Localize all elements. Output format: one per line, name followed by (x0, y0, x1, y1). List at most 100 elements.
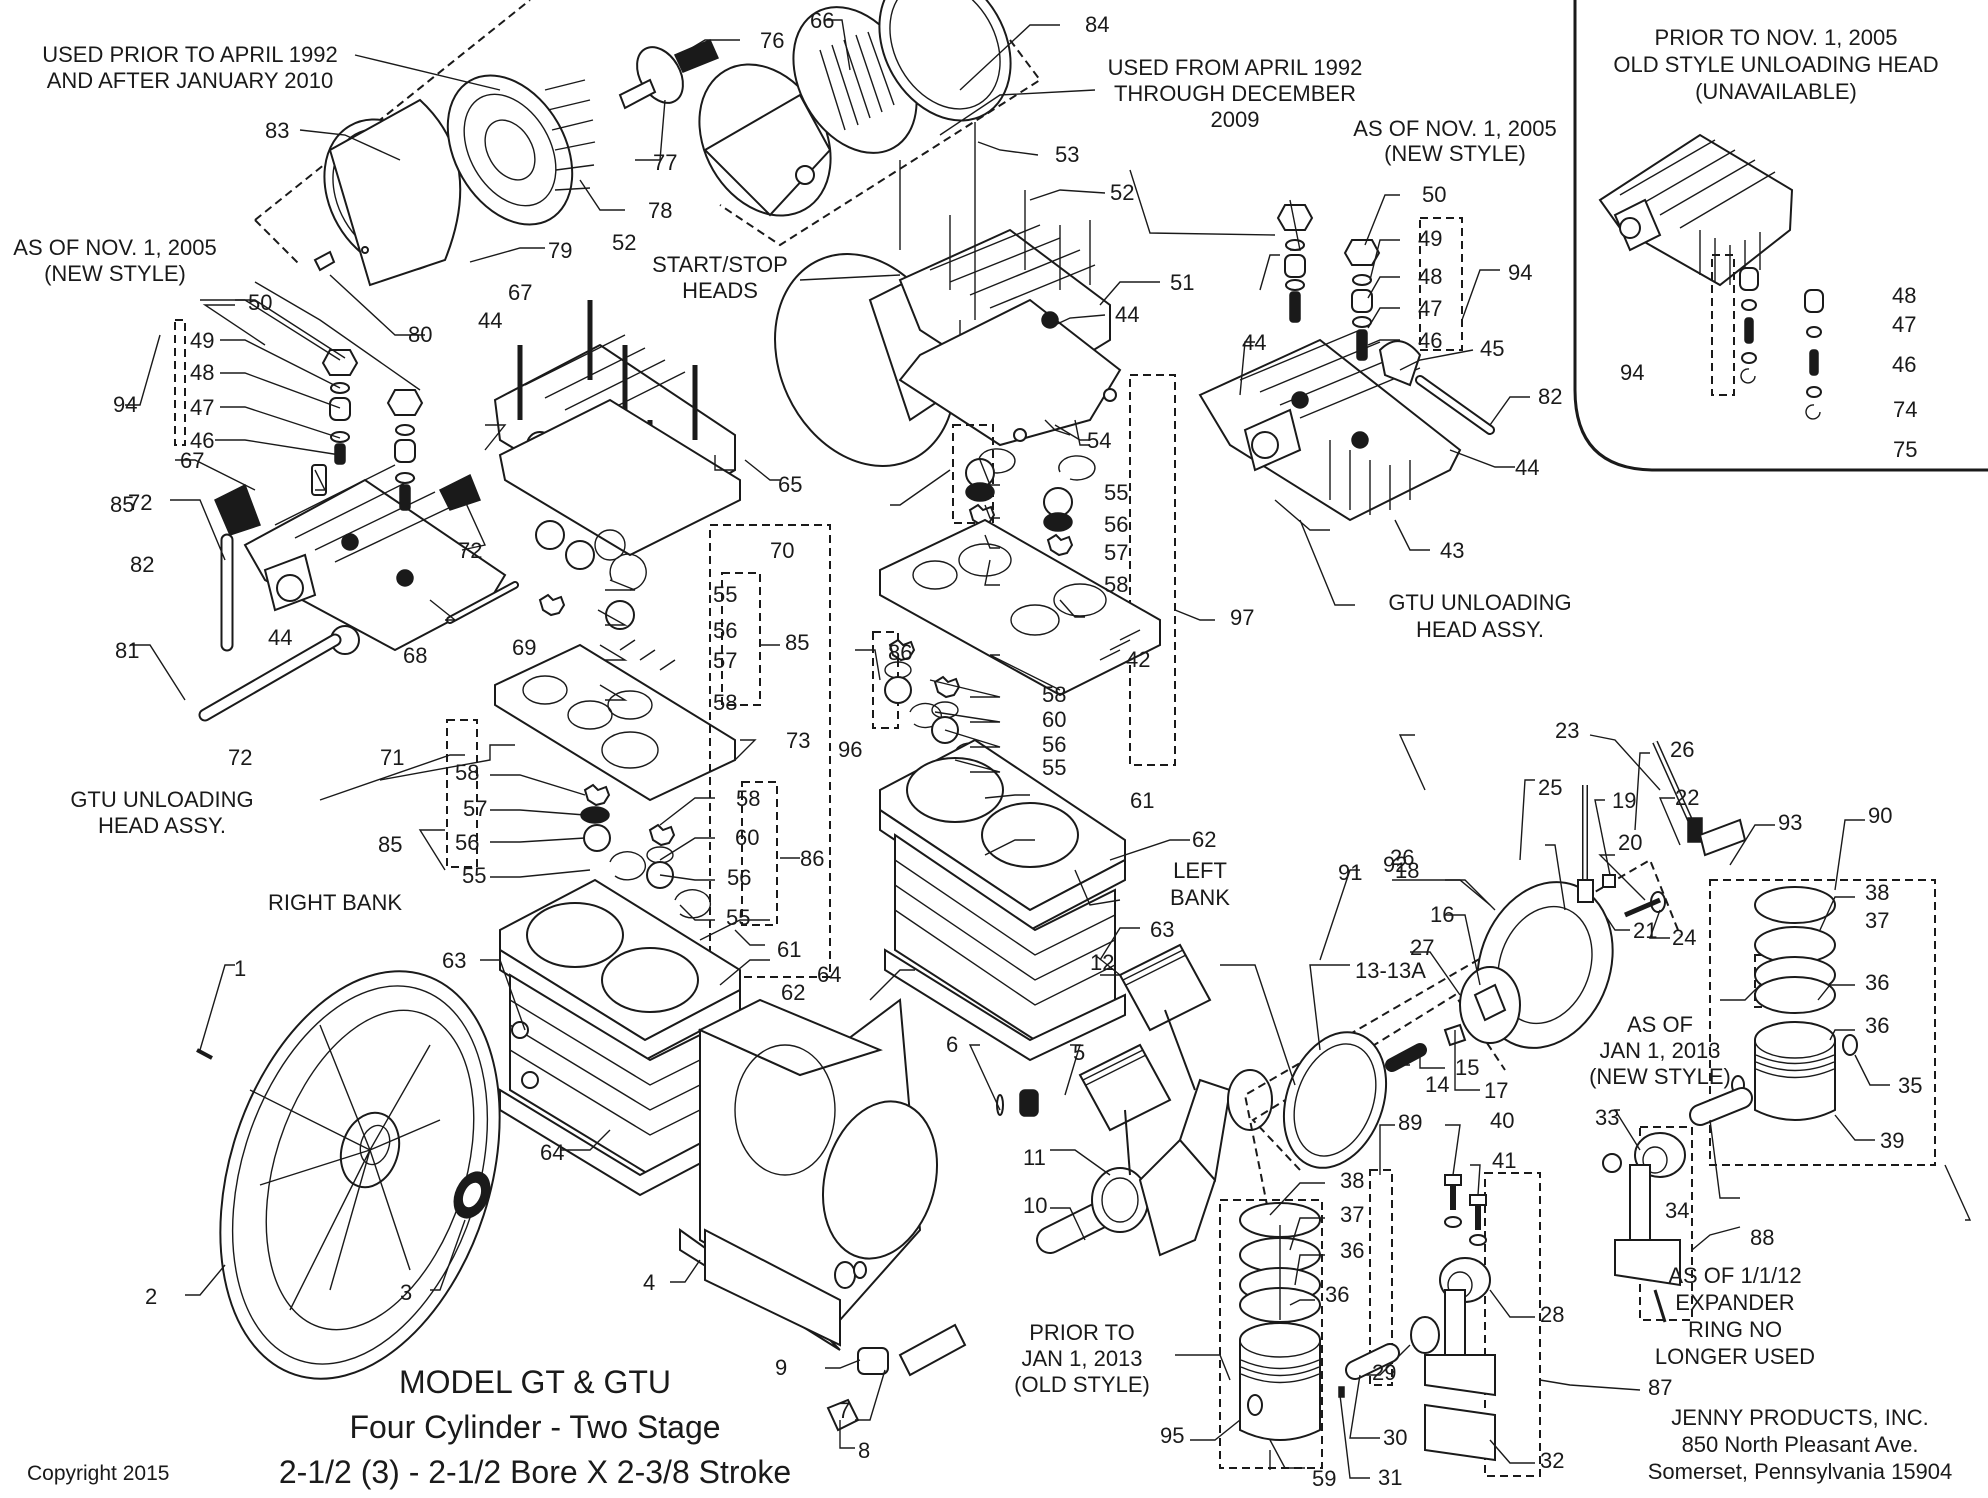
callout-57: 57 (1104, 540, 1128, 565)
callout-23: 23 (1555, 718, 1579, 743)
callout-12: 12 (1090, 950, 1114, 975)
callout-36: 36 (1865, 1013, 1889, 1038)
note-from-1992-line1: USED FROM APRIL 1992 (1108, 55, 1363, 80)
note-start-stop-line2: HEADS (682, 278, 758, 303)
callout-37: 37 (1865, 908, 1889, 933)
bank-97-bracket-edge (1129, 374, 1176, 766)
copyright: Copyright 2015 (27, 1462, 169, 1485)
note-expander-line3: RING NO (1688, 1317, 1782, 1342)
callout-67: 67 (180, 448, 204, 473)
callout-60: 60 (735, 825, 759, 850)
callout-44: 44 (1115, 302, 1139, 327)
callout-86: 86 (800, 846, 824, 871)
callout-18: 18 (1395, 858, 1419, 883)
callout-16: 16 (1430, 902, 1454, 927)
kit-94-bracket-left (174, 319, 186, 446)
air-filter-83 (323, 74, 596, 287)
callout-61: 61 (777, 937, 801, 962)
callout-8: 8 (858, 1438, 870, 1463)
callout-79: 79 (548, 238, 572, 263)
kit-89-bracket (1369, 1169, 1393, 1386)
valve-group-right-upper (535, 520, 647, 630)
callout-89: 89 (1398, 1110, 1422, 1135)
note-old-style-piston-line1: PRIOR TO (1029, 1320, 1135, 1345)
callout-24: 24 (1672, 925, 1696, 950)
callout-36: 36 (1325, 1282, 1349, 1307)
callout-44: 44 (1242, 330, 1266, 355)
callout-38: 38 (1865, 880, 1889, 905)
callout-17: 17 (1484, 1078, 1508, 1103)
kit-85-bracket-left-bank (952, 424, 994, 524)
gasket-13-13a (1282, 1031, 1388, 1169)
callout-54: 54 (1087, 428, 1111, 453)
callout-22: 22 (1675, 785, 1699, 810)
note-left-bank-line1: LEFT (1173, 858, 1227, 883)
callout-40: 40 (1490, 1108, 1514, 1133)
callout-15: 15 (1455, 1055, 1479, 1080)
callout-44: 44 (1515, 455, 1539, 480)
filter-84-bracket (719, 39, 1042, 247)
callout-97: 97 (1230, 605, 1254, 630)
kit-85-bracket-right-bank-upper (721, 572, 761, 706)
callout-55: 55 (462, 863, 486, 888)
kit-96-bracket (709, 524, 831, 978)
inset-note-line3: (UNAVAILABLE) (1695, 79, 1857, 104)
callout-51: 51 (1170, 270, 1194, 295)
callout-11: 11 (1023, 1145, 1046, 1170)
callout-36: 36 (1340, 1238, 1364, 1263)
callout-44: 44 (478, 308, 502, 333)
inset-frame (1573, 0, 1988, 472)
inset-note-line2: OLD STYLE UNLOADING HEAD (1613, 52, 1938, 77)
note-new-style-piston-line1: AS OF (1627, 1012, 1693, 1037)
callout-76: 76 (760, 28, 784, 53)
callout-56: 56 (1104, 512, 1128, 537)
callout-81: 81 (115, 638, 139, 663)
callout-1: 1 (234, 956, 246, 981)
note-new-style-right-line1: AS OF NOV. 1, 2005 (1353, 116, 1556, 141)
callout-38: 38 (1340, 1168, 1364, 1193)
callout-39: 39 (1880, 1128, 1904, 1153)
callout-58: 58 (1042, 682, 1066, 707)
inset-note-line1: PRIOR TO NOV. 1, 2005 (1655, 25, 1898, 50)
callout-47: 47 (1892, 312, 1916, 337)
callout-26: 26 (1670, 737, 1694, 762)
valve-plate-73 (494, 639, 736, 802)
note-prior-1992-line2: AND AFTER JANUARY 2010 (47, 68, 334, 93)
bearing-carrier-18 (1443, 881, 1614, 1049)
callout-52: 52 (612, 230, 636, 255)
callout-57: 57 (713, 648, 737, 673)
callout-69: 69 (512, 635, 536, 660)
callout-10: 10 (1023, 1193, 1047, 1218)
callout-83: 83 (265, 118, 289, 143)
left-bank-cylinder (879, 738, 1126, 1062)
kit-87-bracket (1484, 1172, 1541, 1477)
callout-90: 90 (1868, 803, 1892, 828)
valve-plate-42 (879, 518, 1161, 697)
callout-44: 44 (268, 625, 292, 650)
callout-94: 94 (113, 392, 137, 417)
callout-48: 48 (1892, 283, 1916, 308)
inset-valve-stack-right (1804, 289, 1824, 420)
callout-82: 82 (1538, 384, 1562, 409)
breather-parts (826, 1089, 1039, 1432)
callout-49: 49 (190, 328, 214, 353)
callout-85: 85 (378, 832, 402, 857)
manufacturer-street: 850 North Pleasant Ave. (1682, 1432, 1919, 1457)
callout-21: 21 (1633, 918, 1657, 943)
valve-group-right-lower-85 (580, 783, 647, 881)
callout-68: 68 (403, 643, 427, 668)
callout-87: 87 (1648, 1375, 1672, 1400)
inset-valve-stack-left (1739, 267, 1759, 384)
note-gtu-left-line1: GTU UNLOADING (70, 787, 253, 812)
note-expander-line2: EXPANDER (1675, 1290, 1794, 1315)
note-gtu-right-line1: GTU UNLOADING (1388, 590, 1571, 615)
callout-58: 58 (455, 760, 479, 785)
wrist-pin-34 (1689, 1087, 1753, 1126)
callout-6: 6 (946, 1032, 958, 1057)
gtu-unloading-head-right (1198, 329, 1495, 522)
callout-94: 94 (1620, 360, 1644, 385)
note-start-stop-line1: START/STOP (652, 252, 788, 277)
callout-2: 2 (145, 1284, 157, 1309)
note-expander-line4: LONGER USED (1655, 1344, 1815, 1369)
manufacturer-city: Somerset, Pennsylvania 15904 (1648, 1459, 1953, 1484)
